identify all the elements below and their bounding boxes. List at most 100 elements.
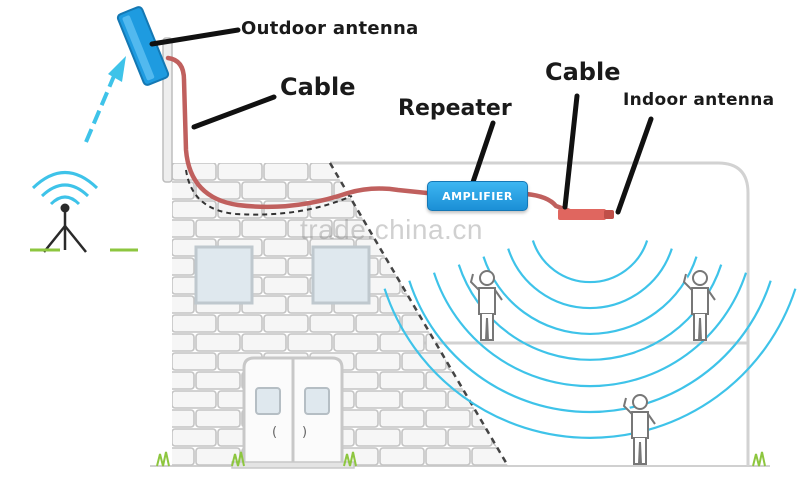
grass-icon: [156, 451, 766, 467]
brick: [355, 163, 401, 181]
brick: [493, 390, 508, 409]
window-left: [194, 245, 254, 305]
brick: [447, 390, 493, 409]
brick: [518, 372, 562, 389]
brick: [518, 258, 562, 275]
brick: [518, 296, 562, 313]
brick: [172, 467, 216, 482]
brick: [518, 448, 562, 465]
brick: [471, 409, 508, 428]
brick: [355, 390, 401, 409]
brick: [217, 163, 263, 181]
person-icon: [469, 270, 503, 341]
brick: [356, 467, 400, 482]
signal-wave: [531, 240, 649, 284]
indoor-antenna-icon: [558, 209, 614, 220]
svg-text:(: (: [272, 425, 277, 440]
brick: [333, 333, 379, 352]
signal-wave: [408, 280, 772, 414]
brick: [287, 219, 333, 238]
brick: [379, 409, 425, 428]
brick: [447, 428, 493, 447]
brick: [241, 181, 287, 200]
brick: [241, 219, 287, 238]
brick: [448, 467, 492, 482]
brick: [172, 181, 195, 200]
brick: [287, 181, 333, 200]
amplifier-label: AMPLIFIER: [442, 189, 513, 203]
brick: [172, 371, 195, 390]
brick: [355, 314, 401, 333]
label-leaders: [149, 27, 654, 215]
label-repeater: Repeater: [398, 96, 512, 121]
label-cable-outdoor: Cable: [280, 73, 356, 101]
brick: [172, 295, 195, 314]
person-icon: [622, 394, 656, 465]
label-cable-indoor: Cable: [545, 58, 621, 86]
brick: [241, 333, 287, 352]
brick: [355, 428, 401, 447]
brick: [195, 409, 241, 428]
outdoor-antenna-icon: [116, 6, 170, 86]
brick: [263, 314, 309, 333]
brick: [401, 390, 447, 409]
brick: [172, 447, 195, 466]
brick: [379, 371, 425, 390]
cable-outdoor: [165, 55, 430, 210]
brick: [493, 428, 508, 447]
svg-text:): ): [302, 425, 307, 440]
brick: [494, 467, 538, 482]
brick: [379, 447, 425, 466]
brick: [518, 410, 562, 427]
signal-wave: [507, 248, 673, 310]
brick: [172, 390, 217, 409]
brick: [493, 163, 508, 181]
brick: [402, 467, 446, 482]
house-outline: [330, 161, 750, 466]
brick: [309, 314, 355, 333]
brick: [471, 257, 508, 276]
brick: [401, 314, 447, 333]
brick: [172, 257, 195, 276]
label-outdoor-antenna: Outdoor antenna: [241, 18, 419, 39]
brick: [217, 314, 263, 333]
brick: [172, 428, 217, 447]
brick: [195, 219, 241, 238]
brick: [172, 409, 195, 428]
brick: [447, 163, 493, 181]
brick: [172, 219, 195, 238]
brick: [218, 467, 262, 482]
brick: [425, 447, 471, 466]
signal-wave: [457, 264, 723, 361]
brick: [493, 238, 508, 257]
signal-wave: [383, 288, 797, 439]
brick: [264, 467, 308, 482]
brick: [172, 333, 195, 352]
brick: [172, 352, 217, 371]
brick: [195, 333, 241, 352]
amplifier-box: AMPLIFIER: [427, 181, 528, 211]
signal-wave: [432, 272, 748, 388]
signal-wave: [482, 256, 698, 336]
brick: [195, 371, 241, 390]
label-indoor-antenna: Indoor antenna: [623, 90, 775, 110]
brick: [379, 333, 425, 352]
cable-trench-line: [185, 169, 353, 216]
indoor-signal-waves: [383, 240, 797, 439]
brick: [263, 163, 309, 181]
cable-indoor: [523, 191, 575, 215]
brick: [379, 295, 425, 314]
brick: [263, 238, 309, 257]
people-group: [469, 270, 716, 465]
brick: [172, 200, 217, 219]
front-door: ( ): [231, 356, 355, 469]
brick: [287, 333, 333, 352]
brick: [425, 371, 471, 390]
brick: [518, 220, 562, 237]
brick: [355, 352, 401, 371]
watermark: trade.china.cn: [300, 214, 483, 245]
brick: [425, 257, 471, 276]
signal-arrow: [84, 56, 126, 143]
